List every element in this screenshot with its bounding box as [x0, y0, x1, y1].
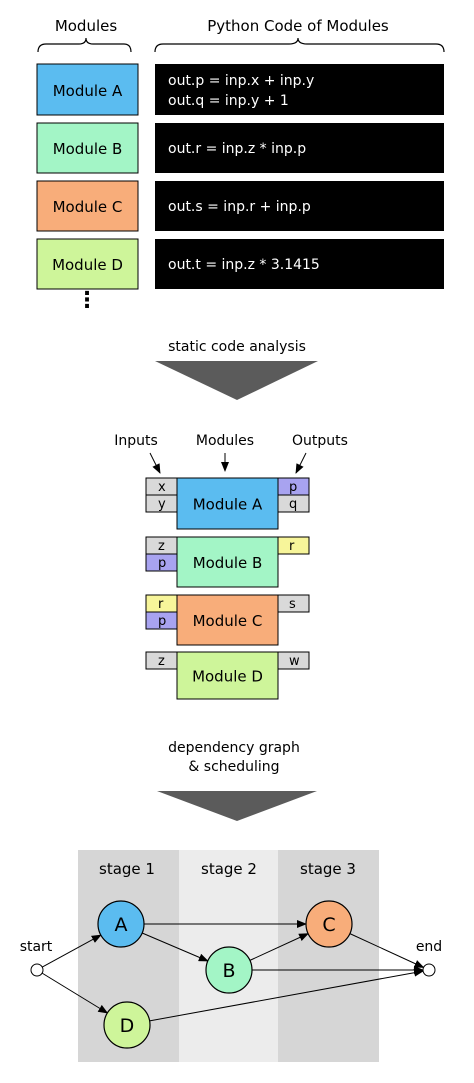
io-module-box — [176, 594, 279, 646]
input-port-label: x — [158, 480, 166, 495]
input-port-label: y — [158, 497, 166, 512]
io-module-label: Module D — [192, 668, 263, 686]
input-port-p — [145, 611, 178, 630]
io-modules-header: Modules — [196, 433, 254, 449]
module-box-b: Module B — [36, 122, 139, 174]
code-d-line-1: out.t = inp.z * 3.1415 — [168, 257, 320, 273]
io-module-module-d: Module D z w — [145, 651, 310, 700]
output-port-label: w — [289, 654, 300, 669]
edge-c-to-end — [349, 933, 425, 968]
io-module-label: Module C — [193, 612, 263, 630]
io-module-label: Module A — [193, 496, 263, 514]
edge-start-to-a — [42, 934, 102, 968]
input-port-label: p — [158, 614, 166, 629]
module-c-label: Module C — [53, 198, 123, 216]
ellipsis: ⋮ — [76, 288, 98, 313]
outputs-pointer — [295, 452, 307, 474]
code-c-line-1: out.s = inp.r + inp.p — [168, 199, 311, 215]
step2-label-line-2: & scheduling — [188, 759, 279, 775]
inputs-header: Inputs — [114, 433, 158, 449]
module-box-d: Module D — [36, 238, 139, 290]
output-port-label: q — [289, 497, 297, 512]
node-label: A — [115, 914, 128, 936]
modules-header: Modules — [55, 17, 118, 35]
input-port-label: p — [158, 556, 166, 571]
stage-3-label: stage 3 — [300, 860, 356, 878]
node-label: D — [120, 1015, 135, 1037]
start-label: start — [20, 939, 53, 955]
edge-start-to-d — [41, 972, 109, 1014]
graph-node-c: C — [305, 900, 353, 948]
end-node — [422, 963, 436, 977]
module-d-label: Module D — [52, 256, 123, 274]
io-module-box — [176, 651, 279, 700]
node-circle — [97, 900, 145, 948]
node-circle — [103, 1001, 151, 1049]
output-port-r — [277, 536, 310, 555]
node-circle — [305, 900, 353, 948]
stage-3-column — [278, 850, 379, 1062]
step1-label: static code analysis — [168, 339, 306, 355]
code-block-b: out.r = inp.z * inp.p — [155, 123, 444, 173]
code-brace — [154, 37, 445, 53]
step1-arrow — [155, 361, 318, 400]
graph-edges — [41, 920, 425, 1022]
output-port-q — [277, 494, 310, 513]
code-a-line-1: out.p = inp.x + inp.y — [168, 73, 314, 89]
module-b-label: Module B — [53, 140, 123, 158]
code-block-a: out.p = inp.x + inp.y out.q = inp.y + 1 — [155, 64, 444, 115]
code-block-c: out.s = inp.r + inp.p — [155, 181, 444, 231]
module-box-c: Module C — [36, 180, 139, 232]
node-label: C — [322, 914, 335, 936]
graph-nodes: A B C D — [97, 900, 353, 1049]
code-b-line-1: out.r = inp.z * inp.p — [168, 141, 306, 157]
input-port-p — [145, 553, 178, 572]
input-port-z — [145, 651, 178, 670]
edge-a-to-b — [141, 932, 209, 962]
step2-arrow — [157, 791, 317, 821]
input-port-label: r — [158, 597, 164, 612]
io-module-module-b: Module B zp r — [145, 536, 310, 588]
node-label: B — [222, 960, 235, 982]
edge-b-to-c — [249, 933, 310, 961]
edge-d-to-end — [149, 968, 425, 1022]
node-circle — [205, 946, 253, 994]
io-module-module-c: Module C rp s — [145, 594, 310, 646]
start-node — [30, 963, 44, 977]
output-port-label: p — [289, 480, 297, 495]
io-module-module-a: Module A xy pq — [145, 477, 310, 530]
output-port-label: s — [289, 597, 296, 612]
module-a-label: Module A — [53, 82, 123, 100]
module-box-a: Module A — [36, 63, 139, 116]
output-port-s — [277, 594, 310, 613]
end-label: end — [416, 939, 442, 955]
graph-node-d: D — [103, 1001, 151, 1049]
inputs-pointer — [149, 452, 161, 474]
step2-label-line-1: dependency graph — [168, 740, 300, 756]
stage-2-label: stage 2 — [201, 860, 257, 878]
graph-node-b: B — [205, 946, 253, 994]
io-module-label: Module B — [193, 554, 263, 572]
code-block-d: out.t = inp.z * 3.1415 — [155, 239, 444, 289]
output-port-w — [277, 651, 310, 670]
input-port-label: z — [158, 654, 165, 669]
output-port-label: r — [289, 539, 295, 554]
modules-brace — [37, 37, 132, 53]
outputs-header: Outputs — [292, 433, 348, 449]
stage-1-label: stage 1 — [99, 860, 155, 878]
graph-node-a: A — [97, 900, 145, 948]
input-port-y — [145, 494, 178, 513]
io-module-box — [176, 536, 279, 588]
input-port-label: z — [158, 539, 165, 554]
python-code-header: Python Code of Modules — [207, 17, 389, 35]
code-a-line-2: out.q = inp.y + 1 — [168, 93, 289, 109]
